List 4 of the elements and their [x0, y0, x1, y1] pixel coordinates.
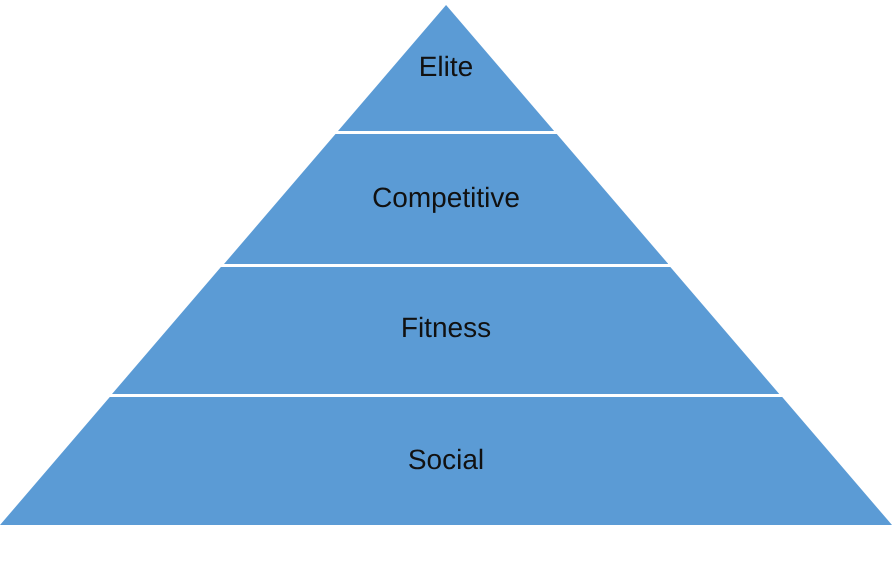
tier-label: Social: [408, 444, 484, 476]
tier-label: Elite: [418, 51, 474, 83]
tier-label: Competitive: [372, 182, 520, 214]
tier-label: Fitness: [400, 312, 492, 344]
